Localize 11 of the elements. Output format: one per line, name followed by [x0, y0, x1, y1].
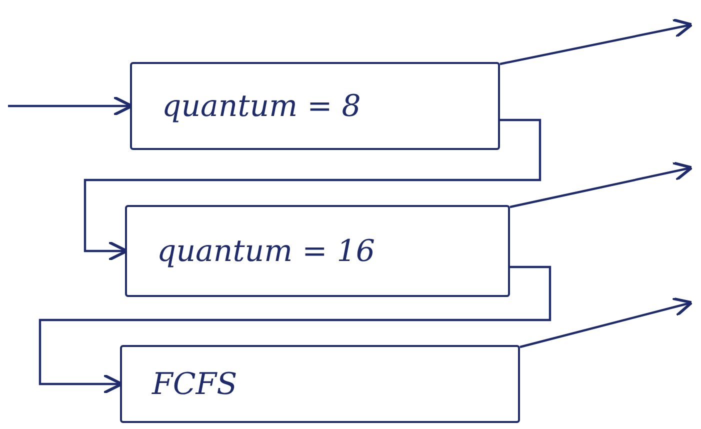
queue-label: FCFS: [152, 366, 238, 402]
arrow: [38, 266, 552, 394]
queue-box: [130, 62, 500, 150]
arrow: [510, 161, 694, 208]
queue-box: [125, 205, 510, 297]
arrow: [520, 297, 694, 348]
arrow: [84, 118, 542, 262]
queue-box: [120, 345, 520, 423]
queue-label: quantum = 8: [162, 88, 361, 124]
queue-label: quantum = 16: [157, 234, 375, 268]
arrow: [500, 18, 694, 66]
